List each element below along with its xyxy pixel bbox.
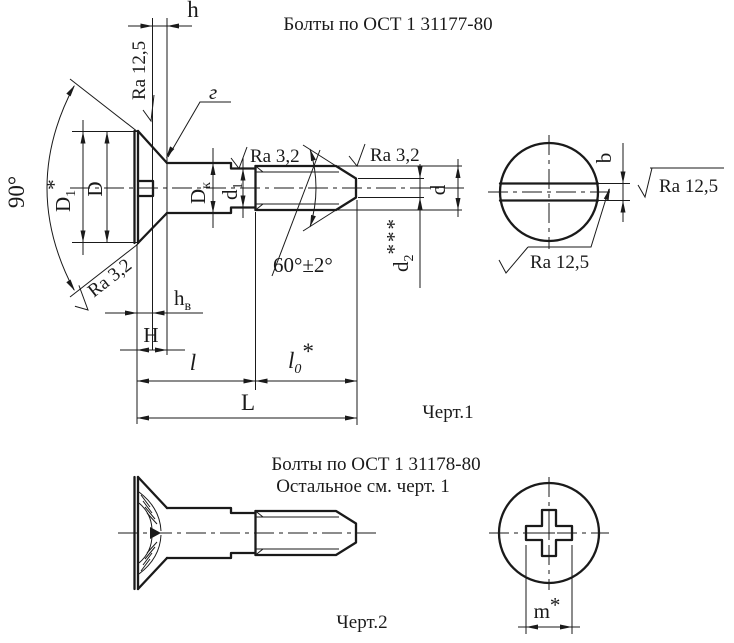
surface-ra32-shank: Ra 3,2	[250, 146, 300, 167]
fig1-side-view: 90° D1* D h Ra 12,5 г Ra 3,2	[4, 0, 466, 425]
fig1-title: Болты по ОСТ 1 31177-80	[283, 14, 492, 35]
fig1-caption: Черт.1	[422, 402, 473, 423]
fig1-top-view: b Ra 12,5 Ra 12,5	[488, 135, 724, 274]
dim-label-r: г	[209, 80, 217, 104]
cross-recess-outline	[524, 508, 574, 558]
dim-label-b: b	[592, 153, 616, 164]
cross-recess-profile	[138, 491, 162, 575]
fig2-subtitle: Остальное см. черт. 1	[276, 476, 450, 497]
dim-label-L: L	[241, 390, 255, 415]
surface-ra125-general: Ra 12,5	[659, 176, 718, 197]
dim-label-hv: hв	[174, 286, 192, 314]
dim-label-d1: d1	[218, 183, 246, 201]
surface-ra32-cone: Ra 3,2	[74, 255, 136, 311]
dim-label-D: D	[83, 181, 107, 196]
dim-label-h: h	[187, 0, 199, 22]
fig2-side-view	[118, 475, 380, 591]
svg-text:Ra 3,2: Ra 3,2	[84, 255, 136, 302]
dim-label-d2: d2***	[382, 217, 417, 272]
angle-90-label: 90°	[4, 176, 29, 208]
fig2-front-view: m*	[489, 477, 609, 634]
dim-label-d: d	[426, 184, 450, 195]
dim-label-l: l	[190, 350, 196, 375]
surface-ra125-slot: Ra 12,5	[530, 252, 589, 273]
dim-label-Dk: Dк	[186, 182, 214, 204]
dim-label-H: H	[143, 323, 158, 347]
dim-label-m: m*	[534, 593, 561, 623]
fig2-caption: Черт.2	[336, 612, 387, 633]
surface-ra125-face: Ra 12,5	[129, 41, 150, 100]
surface-ra32-thread: Ra 3,2	[370, 145, 420, 166]
angle-60-label: 60°±2°	[273, 253, 333, 277]
fig2-title: Болты по ОСТ 1 31178-80	[271, 454, 480, 475]
dim-label-D1: D1*	[42, 179, 79, 212]
dim-label-l0: l0*	[288, 339, 313, 377]
